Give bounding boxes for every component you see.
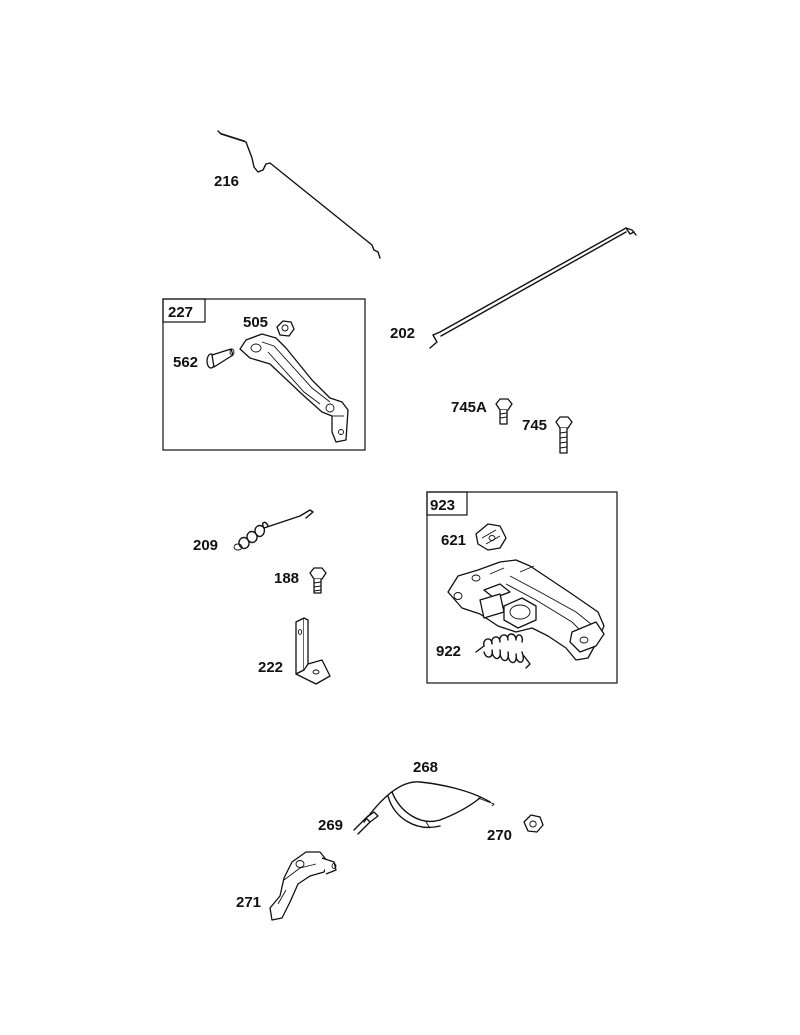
kit-923-box bbox=[426, 491, 618, 684]
label-745: 745 bbox=[522, 417, 547, 434]
part-209-spring bbox=[233, 509, 314, 551]
part-222-bracket bbox=[295, 617, 331, 685]
label-745A: 745A bbox=[451, 399, 487, 416]
part-188-screw bbox=[309, 567, 327, 594]
part-505-nut bbox=[276, 320, 295, 337]
label-222: 222 bbox=[258, 659, 283, 676]
label-562: 562 bbox=[173, 354, 198, 371]
part-216-rod bbox=[217, 130, 381, 259]
label-268: 268 bbox=[413, 759, 438, 776]
part-621-clip bbox=[475, 523, 507, 551]
part-922-spring bbox=[475, 633, 531, 669]
part-268-cable bbox=[363, 781, 495, 829]
label-505: 505 bbox=[243, 314, 268, 331]
label-922: 922 bbox=[436, 643, 461, 660]
label-227: 227 bbox=[168, 304, 193, 321]
part-270-nut bbox=[523, 814, 544, 833]
label-270: 270 bbox=[487, 827, 512, 844]
part-271-bracket bbox=[269, 851, 337, 921]
kit-227-tag bbox=[162, 298, 206, 323]
label-216: 216 bbox=[214, 173, 239, 190]
part-562-pin bbox=[206, 348, 235, 369]
label-923: 923 bbox=[430, 497, 455, 514]
part-202-rod bbox=[429, 227, 637, 349]
kit-923-tag bbox=[426, 491, 468, 516]
part-227-lever bbox=[239, 333, 349, 443]
label-621: 621 bbox=[441, 532, 466, 549]
part-745A-screw bbox=[495, 398, 513, 425]
label-202: 202 bbox=[390, 325, 415, 342]
label-188: 188 bbox=[274, 570, 299, 587]
label-209: 209 bbox=[193, 537, 218, 554]
label-271: 271 bbox=[236, 894, 261, 911]
part-923-control-bracket bbox=[447, 559, 605, 661]
label-269: 269 bbox=[318, 817, 343, 834]
part-745-screw bbox=[555, 416, 573, 454]
kit-227-box bbox=[162, 298, 366, 451]
part-269-cable-end bbox=[353, 811, 379, 835]
